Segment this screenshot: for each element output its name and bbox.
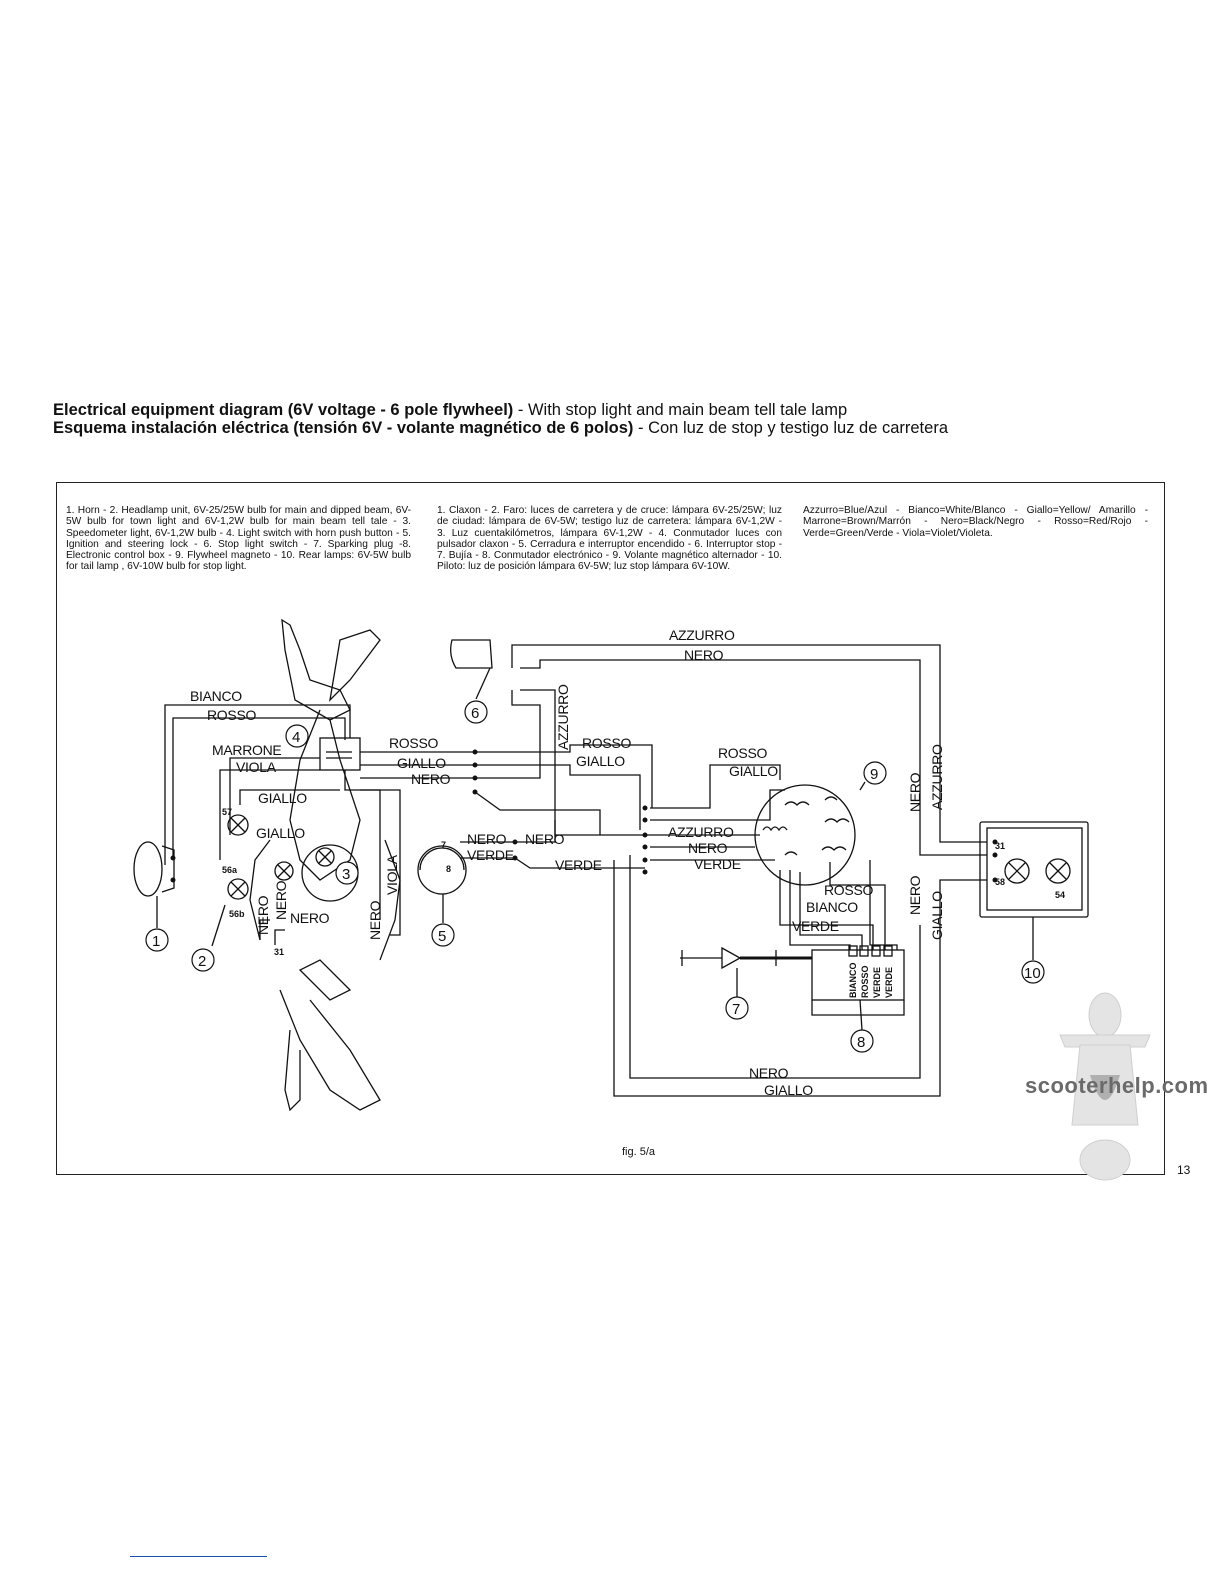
cb-verde-1: VERDE	[872, 967, 882, 998]
control-box-shape	[811, 949, 905, 1001]
title-spanish-bold: Esquema instalación eléctrica (tensión 6…	[53, 419, 634, 437]
watermark-text: scooterhelp.com	[1025, 1073, 1209, 1098]
bottom-rule	[130, 1556, 267, 1557]
label-nero-top: NERO	[684, 647, 724, 663]
label-verde-ignition: VERDE	[467, 847, 514, 863]
callout-10: 10	[1024, 965, 1041, 982]
label-nero-bottom: NERO	[749, 1065, 789, 1081]
callout-7: 7	[732, 1001, 740, 1018]
label-nero-ignition-2: NERO	[525, 831, 565, 847]
legend-english: 1. Horn - 2. Headlamp unit, 6V-25/25W bu…	[66, 505, 411, 573]
label-verde-mid: VERDE	[694, 856, 741, 872]
callout-5: 5	[438, 928, 446, 945]
label-nero-ignition: NERO	[467, 831, 507, 847]
terminal-7: 7	[441, 840, 446, 850]
cb-bianco: BIANCO	[848, 963, 858, 999]
title-spanish: Esquema instalación eléctrica (tensión 6…	[53, 419, 948, 438]
label-bianco: BIANCO	[190, 688, 242, 704]
callout-4: 4	[292, 729, 300, 746]
title-spanish-rest: - Con luz de stop y testigo luz de carre…	[633, 419, 948, 437]
label-giallo-right: GIALLO	[929, 891, 945, 940]
horn-shape	[133, 841, 163, 897]
label-giallo-left: GIALLO	[258, 790, 307, 806]
label-nero-lamp: NERO	[290, 910, 330, 926]
label-giallo-mid: GIALLO	[576, 753, 625, 769]
label-giallo-flywheel: GIALLO	[729, 763, 778, 779]
label-nero-vertical-2: NERO	[255, 895, 271, 935]
title-english-rest: - With stop light and main beam tell tal…	[513, 401, 848, 419]
label-verde-ignition-2: VERDE	[555, 857, 602, 873]
label-bianco-box: BIANCO	[806, 899, 858, 915]
scooter-watermark-image	[1059, 992, 1151, 1181]
right-grip-bottom	[298, 959, 352, 1001]
ignition-lock-shape	[417, 845, 467, 895]
terminal-56b: 56b	[229, 909, 245, 919]
terminal-54: 54	[1055, 890, 1065, 900]
label-marrone: MARRONE	[212, 742, 281, 758]
callout-3: 3	[342, 866, 350, 883]
label-nero-right: NERO	[907, 772, 923, 812]
callout-6: 6	[471, 705, 479, 722]
diagram-frame	[56, 482, 1165, 1175]
label-giallo-bottom: GIALLO	[764, 1082, 813, 1098]
label-verde-box: VERDE	[792, 918, 839, 934]
figure-caption: fig. 5/a	[622, 1146, 656, 1158]
label-nero-right-low: NERO	[907, 875, 923, 915]
label-viola-left: VIOLA	[236, 759, 277, 775]
legend-colors: Azzurro=Blue/Azul - Bianco=White/Blanco …	[803, 505, 1148, 539]
callout-1: 1	[152, 933, 160, 950]
legend-spanish: 1. Claxon - 2. Faro: luces de carretera …	[437, 505, 782, 573]
rear-lamp-housing	[979, 821, 1089, 918]
terminal-57: 57	[222, 807, 232, 817]
stop-switch-shape	[450, 639, 493, 669]
terminal-56a: 56a	[222, 865, 238, 875]
label-rosso-box: ROSSO	[824, 882, 873, 898]
light-switch-box	[319, 737, 361, 771]
cb-verde-2: VERDE	[884, 967, 894, 998]
label-azzurro-vertical: AZZURRO	[555, 684, 571, 750]
callout-9: 9	[870, 766, 878, 783]
callout-8: 8	[857, 1034, 865, 1051]
label-giallo-switch: GIALLO	[397, 755, 446, 771]
page-number: 13	[1177, 1163, 1191, 1177]
label-nero-vertical-1: NERO	[367, 900, 383, 940]
label-azzurro-top: AZZURRO	[669, 627, 735, 643]
title-english: Electrical equipment diagram (6V voltage…	[53, 401, 847, 420]
label-rosso-flywheel: ROSSO	[718, 745, 767, 761]
right-grip-top	[329, 629, 381, 702]
label-giallo-lamp: GIALLO	[256, 825, 305, 841]
terminal-8: 8	[446, 864, 451, 874]
title-english-bold: Electrical equipment diagram (6V voltage…	[53, 401, 514, 419]
terminal-58: 58	[995, 877, 1005, 887]
terminal-31-rear: 31	[995, 841, 1005, 851]
label-rosso-switch: ROSSO	[389, 735, 438, 751]
label-rosso-mid: ROSSO	[582, 735, 631, 751]
label-azzurro-mid: AZZURRO	[668, 824, 734, 840]
label-viola-vertical: VIOLA	[384, 854, 400, 895]
callout-2: 2	[198, 953, 206, 970]
terminal-31-front: 31	[274, 947, 284, 957]
label-azzurro-right: AZZURRO	[929, 744, 945, 810]
label-nero-switch: NERO	[411, 771, 451, 787]
cb-rosso: ROSSO	[860, 965, 870, 998]
label-nero-vertical-3: NERO	[273, 880, 289, 920]
label-nero-mid: NERO	[688, 840, 728, 856]
left-lever	[281, 618, 351, 721]
label-rosso-left: ROSSO	[207, 707, 256, 723]
